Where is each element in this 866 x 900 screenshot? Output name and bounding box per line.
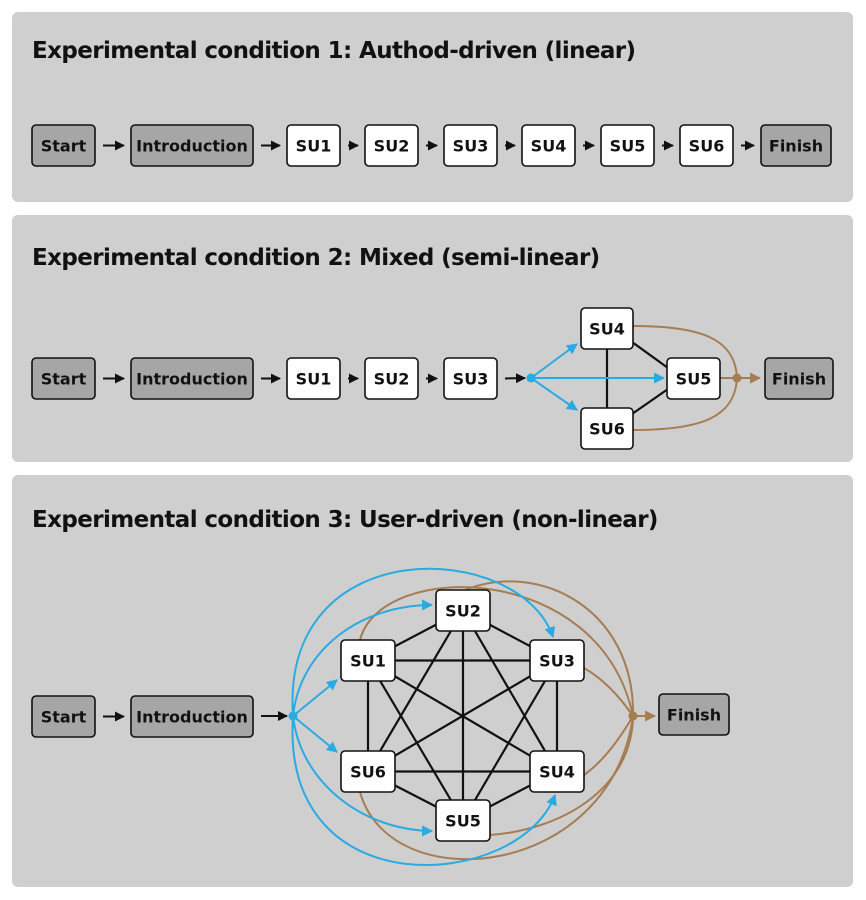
- svg-text:SU4: SU4: [531, 137, 567, 156]
- svg-text:Introduction: Introduction: [136, 708, 248, 727]
- svg-text:SU1: SU1: [296, 137, 332, 156]
- c2-su5-node: SU5: [666, 357, 721, 400]
- svg-text:SU2: SU2: [445, 602, 481, 621]
- c3-su6-node: SU6: [340, 750, 396, 793]
- svg-text:Introduction: Introduction: [136, 137, 248, 156]
- c3-blue-arrow-su1: [292, 679, 338, 717]
- svg-text:Introduction: Introduction: [136, 370, 248, 389]
- c3-su2-node: SU2: [435, 589, 491, 632]
- c3-link-su2-su4: [462, 609, 558, 773]
- svg-text:SU2: SU2: [374, 137, 410, 156]
- c3-brown-from-su5: [489, 715, 634, 836]
- c1-su1-node: SU1: [286, 124, 341, 167]
- svg-text:SU6: SU6: [689, 137, 725, 156]
- c2-su1-node: SU1: [286, 357, 341, 400]
- c2-su4-node: SU4: [580, 307, 634, 350]
- c2-blue-junction: [526, 373, 536, 383]
- c2-start-node: Start: [31, 357, 96, 400]
- c3-brown-junction: [628, 711, 638, 721]
- svg-text:Finish: Finish: [769, 137, 823, 156]
- c2-link-su6-su5: [631, 388, 669, 415]
- c3-brown-from-su4: [583, 715, 634, 776]
- c2-su3-node: SU3: [443, 357, 498, 400]
- svg-text:Start: Start: [41, 708, 87, 727]
- c2-su6-node: SU6: [580, 407, 634, 450]
- condition-3-title: Experimental condition 3: User-driven (n…: [32, 507, 658, 533]
- c2-blue-arrow-su4: [530, 343, 578, 379]
- svg-text:SU1: SU1: [350, 652, 386, 671]
- c3-su1-node: SU1: [340, 639, 396, 682]
- svg-text:SU3: SU3: [539, 652, 575, 671]
- c3-blue-arrow-su6: [292, 715, 338, 753]
- condition-1-title: Experimental condition 1: Authod-driven …: [32, 38, 636, 64]
- svg-text:SU1: SU1: [296, 370, 332, 389]
- c1-su5-node: SU5: [600, 124, 655, 167]
- condition-1-panel: Experimental condition 1: Authod-driven …: [12, 12, 853, 202]
- c2-brown-from-su4: [632, 325, 738, 379]
- c3-start-node: Start: [31, 695, 96, 738]
- svg-text:SU4: SU4: [589, 320, 625, 339]
- c3-blue-arrow-su5: [292, 715, 434, 837]
- c3-blue-junction: [288, 711, 298, 721]
- c2-link-su4-su5: [631, 341, 669, 369]
- svg-text:SU3: SU3: [453, 370, 489, 389]
- c1-su4-node: SU4: [521, 124, 576, 167]
- c3-brown-from-su1: [359, 586, 634, 717]
- c2-arrow: [504, 373, 526, 384]
- c2-brown-from-su6: [632, 377, 738, 431]
- condition-3-panel: Experimental condition 3: User-driven (n…: [12, 475, 853, 887]
- c3-brown-from-su3: [583, 667, 634, 717]
- c2-su2-node: SU2: [364, 357, 419, 400]
- c1-su6-node: SU6: [679, 124, 734, 167]
- c2-brown-junction: [732, 373, 742, 383]
- c3-link-su2-su6: [367, 609, 464, 773]
- svg-text:SU4: SU4: [539, 763, 575, 782]
- condition-2-title: Experimental condition 2: Mixed (semi-li…: [32, 245, 600, 271]
- c3-su3-node: SU3: [529, 639, 585, 682]
- c3-brown-from-su6: [359, 715, 634, 861]
- c3-link-su1-su5: [367, 659, 464, 822]
- svg-text:Start: Start: [41, 370, 87, 389]
- c3-link-su3-su5: [462, 659, 558, 822]
- c3-blue-arrow-su3: [291, 567, 555, 717]
- svg-text:SU5: SU5: [445, 812, 481, 831]
- svg-text:SU3: SU3: [453, 137, 489, 156]
- c3-introduction-node: Introduction: [130, 695, 254, 738]
- svg-text:SU2: SU2: [374, 370, 410, 389]
- svg-text:Start: Start: [41, 137, 87, 156]
- c2-introduction-node: Introduction: [130, 357, 254, 400]
- c3-blue-arrow-su2: [292, 599, 434, 717]
- svg-text:SU6: SU6: [350, 763, 386, 782]
- c1-start-node: Start: [31, 124, 96, 167]
- c1-su2-node: SU2: [364, 124, 419, 167]
- svg-text:SU6: SU6: [589, 420, 625, 439]
- c3-link-su3-su6: [367, 659, 558, 773]
- c1-finish-node: Finish: [760, 124, 832, 167]
- c3-blue-arrow-su4: [291, 715, 557, 866]
- svg-text:Finish: Finish: [772, 370, 826, 389]
- c1-su3-node: SU3: [443, 124, 498, 167]
- c1-introduction-node: Introduction: [130, 124, 254, 167]
- c2-finish-node: Finish: [764, 357, 834, 400]
- svg-text:SU5: SU5: [676, 370, 712, 389]
- c3-su5-node: SU5: [435, 799, 491, 842]
- svg-text:SU5: SU5: [610, 137, 646, 156]
- c2-blue-arrow-su6: [530, 377, 578, 411]
- c3-su4-node: SU4: [529, 750, 585, 793]
- svg-text:Finish: Finish: [667, 706, 721, 725]
- c3-finish-node: Finish: [658, 693, 730, 736]
